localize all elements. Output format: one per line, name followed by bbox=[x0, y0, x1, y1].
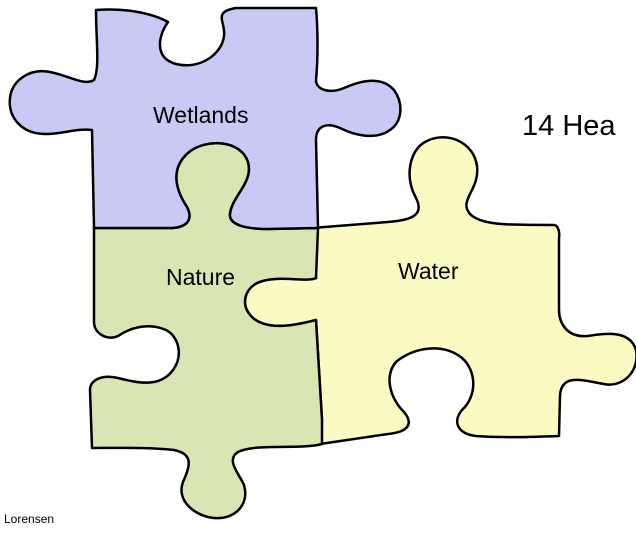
water-label: Water bbox=[398, 258, 459, 285]
slide-heading: 14 Hea bbox=[522, 110, 616, 143]
nature-label: Nature bbox=[166, 264, 235, 291]
wetlands-label: Wetlands bbox=[153, 102, 248, 129]
footer-author: Lorensen bbox=[4, 512, 54, 526]
